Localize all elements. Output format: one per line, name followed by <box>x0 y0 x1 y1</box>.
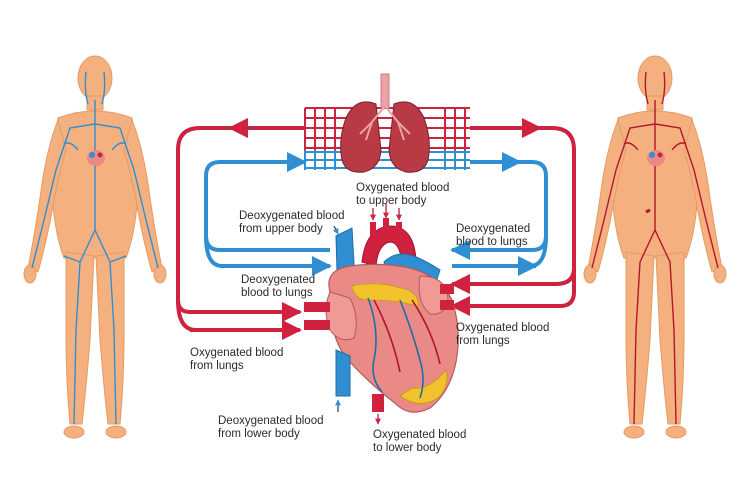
mini-heart-left <box>87 150 105 166</box>
label-oxygenated-to-lower-body: Oxygenated blood to lower body <box>373 429 470 454</box>
label-deoxygenated-to-lungs-right: Deoxygenated blood to lungs <box>456 223 533 248</box>
label-oxygenated-from-lungs-left: Oxygenated blood from lungs <box>190 347 287 372</box>
descending-aorta <box>372 394 384 412</box>
label-oxygenated-to-upper-body: Oxygenated blood to upper body <box>356 182 453 207</box>
venous-system-figure <box>23 55 167 439</box>
veins-left <box>31 71 159 425</box>
lungs <box>340 73 430 173</box>
pulmonary-vein-left-2 <box>304 320 330 330</box>
oxygenated-loop-left <box>176 118 305 340</box>
mini-heart-right <box>647 150 665 166</box>
heart <box>304 218 459 413</box>
aortic-branch-1 <box>370 222 376 240</box>
deoxygenated-loop-right <box>450 152 548 276</box>
pulmonary-vein-right-2 <box>440 300 454 310</box>
bronchi <box>359 105 411 141</box>
label-deoxygenated-to-lungs-left: Deoxygenated blood to lungs <box>241 274 318 299</box>
oxygenated-loop-right <box>450 118 576 316</box>
deoxygenated-loop-left <box>204 152 332 276</box>
pulmonary-capillary-grid <box>304 107 470 170</box>
label-oxygenated-from-lungs-right: Oxygenated blood from lungs <box>456 322 553 347</box>
arterial-system-figure <box>583 55 727 439</box>
labels: Oxygenated blood to upper body Deoxygena… <box>190 182 553 454</box>
trachea <box>380 73 390 109</box>
left-lung <box>340 101 382 173</box>
arteries-right <box>591 71 719 425</box>
indicator-arrows <box>332 204 402 425</box>
aortic-branch-2 <box>383 218 389 238</box>
right-lung <box>388 101 430 173</box>
label-deoxygenated-from-upper-body: Deoxygenated blood from upper body <box>239 210 348 235</box>
coronary-vessels <box>367 297 441 399</box>
pulmonary-vein-left <box>304 302 330 312</box>
label-deoxygenated-from-lower-body: Deoxygenated blood from lower body <box>218 415 327 440</box>
inferior-vena-cava <box>335 349 351 397</box>
cardiac-fat <box>351 283 448 404</box>
pulmonary-vein-right <box>440 284 454 294</box>
aortic-branch-3 <box>396 222 402 240</box>
